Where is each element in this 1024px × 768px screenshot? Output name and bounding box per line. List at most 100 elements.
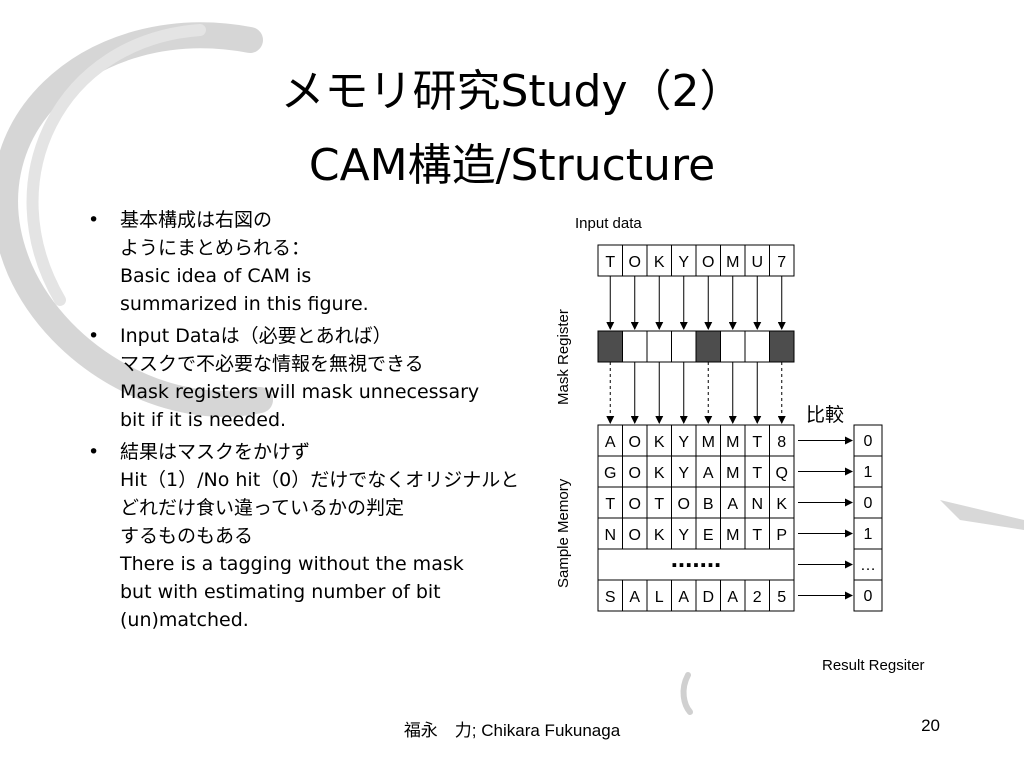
footer-author: 福永 力; Chikara Fukunaga — [403, 721, 621, 740]
memory-char: Y — [678, 465, 689, 482]
slide-title-line1: メモリ研究Study（2） — [280, 66, 744, 117]
memory-cell — [769, 424, 795, 457]
memory-char: Y — [678, 434, 689, 451]
mask-bit-masked — [769, 330, 795, 363]
bullet-line: Input Dataは（必要とあれば） — [120, 325, 392, 347]
bullet-line: 結果はマスクをかけず — [120, 441, 311, 463]
mask-bit-open — [622, 330, 648, 363]
memory-cell — [622, 579, 648, 612]
input-data-char: M — [726, 254, 739, 271]
input-data-char: U — [751, 254, 763, 271]
slide-title-line2: CAM構造/Structure — [308, 140, 716, 191]
input-data-char: O — [702, 254, 714, 271]
bullet-line: Mask registers will mask unnecessary — [120, 381, 480, 403]
bullet-dot: • — [88, 325, 100, 347]
result-bit: 1 — [864, 526, 873, 543]
memory-char: P — [776, 527, 787, 544]
memory-cell — [695, 579, 721, 612]
memory-char: A — [703, 465, 714, 482]
result-bit: 0 — [864, 588, 873, 605]
memory-char: K — [654, 527, 665, 544]
memory-cell — [744, 579, 770, 612]
memory-char: A — [629, 589, 640, 606]
memory-char: D — [702, 589, 714, 606]
result-bit: 1 — [864, 464, 873, 481]
mask-bit-masked — [695, 330, 721, 363]
memory-char: M — [726, 527, 739, 544]
memory-char: T — [752, 434, 762, 451]
input-data-cell — [597, 244, 623, 277]
bullet-line: マスクで不必要な情報を無視できる — [120, 353, 424, 375]
memory-char: O — [678, 496, 690, 513]
input-data-cell — [720, 244, 746, 277]
result-bit: 0 — [864, 433, 873, 450]
memory-cell — [597, 579, 623, 612]
memory-cell — [769, 579, 795, 612]
memory-char: 5 — [777, 589, 786, 606]
memory-cell — [646, 424, 672, 457]
result-cell — [853, 424, 883, 457]
memory-char: A — [727, 589, 738, 606]
memory-char: 8 — [777, 434, 786, 451]
input-data-char: 7 — [777, 254, 786, 271]
bullet-item: • 基本構成は右図の ようにまとめられる： Basic idea of CAM … — [88, 206, 558, 318]
memory-char: T — [605, 496, 615, 513]
bullet-line: 基本構成は右図の — [120, 209, 273, 231]
bullet-line: There is a tagging without the mask — [120, 553, 464, 575]
bullet-line: Basic idea of CAM is — [120, 265, 312, 287]
memory-char: B — [703, 496, 714, 513]
memory-char: 2 — [753, 589, 762, 606]
bullet-line: bit if it is needed. — [120, 409, 287, 431]
memory-char: T — [752, 465, 762, 482]
result-cell — [853, 579, 883, 612]
mask-bit-open — [720, 330, 746, 363]
result-bit: … — [860, 557, 876, 574]
memory-cell — [622, 455, 648, 488]
bullet-line: どれだけ食い違っているかの判定 — [120, 497, 405, 519]
input-data-char: O — [629, 254, 641, 271]
bullet-line: but with estimating number of bit — [120, 581, 441, 603]
input-data-char: K — [654, 254, 665, 271]
input-data-label: Input data — [575, 215, 642, 232]
memory-char: M — [726, 434, 739, 451]
memory-char: E — [703, 527, 714, 544]
bullet-dot: • — [88, 441, 100, 463]
memory-cell — [744, 455, 770, 488]
mask-register-label: Mask Register — [555, 309, 572, 405]
memory-char: O — [629, 527, 641, 544]
memory-char: O — [629, 465, 641, 482]
memory-cell — [769, 486, 795, 519]
bullet-line: (un)matched. — [120, 609, 249, 631]
bullet-line: summarized in this figure. — [120, 293, 369, 315]
mask-bit-open — [646, 330, 672, 363]
bullet-dot: • — [88, 209, 100, 231]
mask-bit-masked — [597, 330, 623, 363]
result-cell — [853, 455, 883, 488]
bullet-item: • 結果はマスクをかけず Hit（1）/No hit（0）だけでなくオリジナルと… — [88, 438, 558, 634]
memory-char: T — [752, 527, 762, 544]
memory-char: N — [604, 527, 616, 544]
memory-char: S — [605, 589, 616, 606]
memory-cell — [646, 579, 672, 612]
input-data-char: Y — [678, 254, 689, 271]
memory-char: O — [629, 434, 641, 451]
compare-label: 比較 — [806, 404, 844, 426]
memory-char: K — [654, 434, 665, 451]
bullet-line: するものもある — [120, 525, 254, 547]
memory-cell — [769, 455, 795, 488]
memory-cell — [597, 517, 623, 550]
memory-char: L — [655, 589, 664, 606]
input-data-cell — [744, 244, 770, 277]
memory-char: Y — [678, 527, 689, 544]
bullet-item: • Input Dataは（必要とあれば） マスクで不必要な情報を無視できる M… — [88, 322, 558, 434]
mask-bit-open — [671, 330, 697, 363]
input-data-cell — [695, 244, 721, 277]
bullet-line: Hit（1）/No hit（0）だけでなくオリジナルと — [120, 469, 520, 491]
memory-char: A — [678, 589, 689, 606]
memory-cell — [671, 579, 697, 612]
mask-bit-open — [744, 330, 770, 363]
memory-char: M — [702, 434, 715, 451]
memory-cell — [720, 517, 746, 550]
memory-char: M — [726, 465, 739, 482]
